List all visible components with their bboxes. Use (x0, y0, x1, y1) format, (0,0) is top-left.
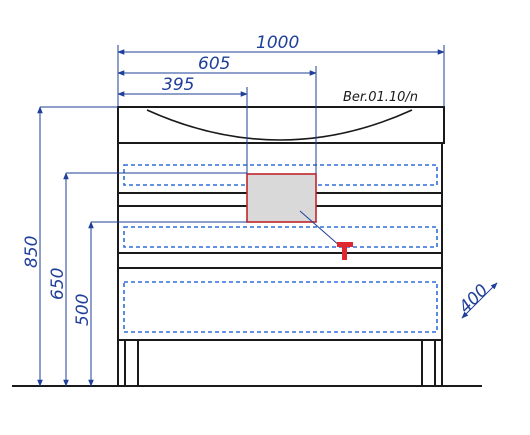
dimension-height-500: 500 (73, 221, 247, 387)
drawer-outline-bottom (123, 281, 438, 333)
drawer-outline-top (123, 164, 438, 186)
basin-bowl (146, 109, 413, 141)
drawer-outline-middle (123, 226, 438, 248)
dimension-height-650: 650 (48, 172, 247, 387)
dimension-label-850: 850 (22, 236, 42, 268)
outlet-marker-icon (337, 242, 353, 260)
dimension-height-850: 850 (22, 106, 118, 387)
dimension-label-650: 650 (48, 268, 68, 300)
model-code: Ber.01.10/n (343, 90, 418, 105)
dimension-label-395: 395 (162, 75, 194, 95)
dimension-label-500: 500 (73, 294, 93, 326)
dimension-width-395: 395 (117, 75, 248, 174)
siphon-leader-line (299, 210, 341, 247)
siphon-zone (246, 173, 317, 223)
dimension-depth-400: 400 (455, 280, 498, 319)
cabinet-body (117, 142, 443, 387)
dimension-label-1000: 1000 (256, 33, 299, 53)
dimension-width-605: 605 (117, 54, 317, 174)
countertop (117, 106, 445, 144)
dimension-label-400: 400 (455, 280, 492, 317)
dimension-width-total: 1000 (117, 33, 445, 107)
dimension-label-605: 605 (198, 54, 230, 74)
